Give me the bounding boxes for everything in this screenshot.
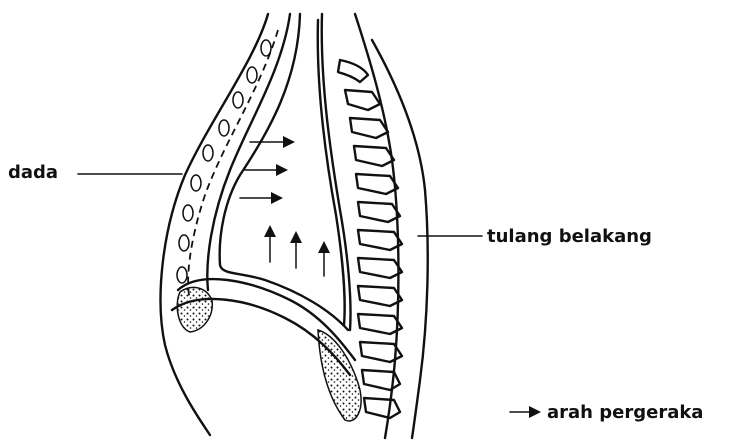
spine-label: tulang belakang: [487, 228, 652, 246]
chest-label: dada: [8, 164, 58, 182]
chest-wall: [161, 14, 290, 435]
chest-movement-arrows: [240, 142, 292, 198]
legend-label: arah pergeraka: [547, 404, 703, 422]
diaphragm-movement-arrows: [270, 228, 324, 276]
diaphragm: [172, 279, 361, 421]
